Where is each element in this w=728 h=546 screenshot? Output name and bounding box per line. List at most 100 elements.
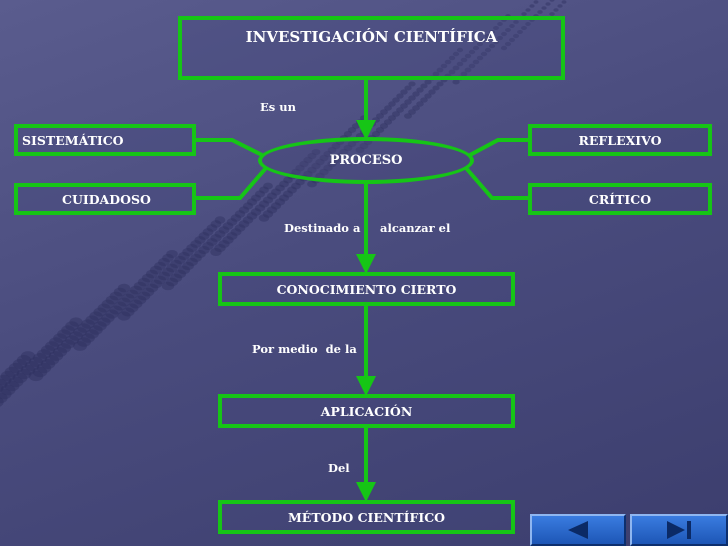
- background-dot: [509, 24, 515, 28]
- last-slide-button[interactable]: [630, 514, 728, 546]
- background-dot: [198, 246, 210, 254]
- background-dot: [210, 248, 222, 256]
- background-dot: [65, 321, 79, 331]
- background-dot: [174, 255, 186, 265]
- background-dot: [165, 277, 179, 287]
- background-dot: [190, 253, 202, 263]
- background-dot: [392, 111, 400, 117]
- background-dot: [89, 311, 103, 321]
- background-dot: [89, 325, 103, 335]
- background-dot: [375, 127, 385, 133]
- background-dot: [20, 364, 36, 376]
- background-dot: [153, 275, 167, 285]
- background-dot: [400, 103, 408, 109]
- background-dot: [97, 317, 111, 327]
- background-dot: [113, 287, 127, 297]
- background-dot: [162, 267, 174, 277]
- background-dot: [347, 127, 357, 133]
- background-dot: [226, 218, 238, 226]
- background-dot: [509, 37, 515, 43]
- background-dot: [460, 71, 468, 77]
- background-dot: [121, 307, 135, 317]
- node-investigacion-cientifica: INVESTIGACIÓN CIENTÍFICA: [178, 16, 565, 80]
- background-dot: [49, 337, 63, 347]
- background-dot: [388, 115, 396, 121]
- background-dot: [129, 285, 143, 295]
- background-dot: [360, 115, 368, 121]
- background-dot: [206, 224, 218, 232]
- background-dot: [133, 281, 147, 291]
- background-dot: [481, 37, 487, 43]
- label-alcanzar-el: alcanzar el: [380, 221, 451, 235]
- background-dot: [194, 250, 206, 258]
- background-dot: [16, 355, 32, 365]
- background-dot: [525, 8, 531, 12]
- background-dot: [109, 291, 123, 301]
- background-dot: [258, 200, 270, 208]
- background-dot: [424, 79, 432, 85]
- background-dot: [182, 248, 194, 256]
- background-dot: [81, 319, 95, 329]
- background-dot: [117, 311, 131, 321]
- background-dot: [529, 4, 535, 8]
- background-dot: [210, 220, 222, 228]
- background-dot: [133, 295, 147, 305]
- background-dot: [267, 192, 277, 200]
- background-dot: [150, 265, 162, 275]
- background-dot: [480, 51, 488, 57]
- background-dot: [424, 93, 432, 99]
- background-dot: [65, 335, 79, 345]
- node-conocimiento-cierto: CONOCIMIENTO CIERTO: [218, 272, 515, 306]
- background-dot: [343, 131, 353, 137]
- background-dot: [214, 230, 226, 238]
- background-dot: [416, 101, 424, 107]
- background-dot: [392, 97, 400, 103]
- background-dot: [166, 250, 178, 258]
- background-dot: [384, 105, 392, 111]
- background-dot: [85, 329, 99, 339]
- background-dot: [24, 361, 40, 371]
- background-dot: [408, 95, 416, 101]
- background-dot: [85, 315, 99, 325]
- background-dot: [448, 55, 456, 61]
- background-dot: [497, 35, 503, 41]
- background-dot: [77, 323, 91, 333]
- background-dot: [101, 313, 115, 323]
- background-dot: [154, 261, 166, 271]
- background-dot: [485, 33, 491, 39]
- background-dot: [44, 355, 60, 365]
- background-dot: [376, 113, 384, 119]
- background-dot: [45, 341, 59, 351]
- node-aplicacion: APLICACIÓN: [218, 394, 515, 428]
- background-dot: [230, 214, 242, 222]
- background-dot: [238, 206, 250, 214]
- background-dot: [432, 71, 440, 77]
- label-destinado-a: Destinado a: [284, 221, 361, 235]
- background-dot: [242, 202, 254, 210]
- background-dot: [472, 59, 480, 65]
- background-dot: [141, 287, 155, 297]
- background-dot: [400, 89, 408, 95]
- background-dot: [93, 307, 107, 317]
- background-dot: [41, 345, 55, 355]
- background-dot: [549, 12, 555, 16]
- background-dot: [476, 55, 484, 61]
- background-dot: [0, 383, 4, 393]
- background-dot: [186, 244, 198, 252]
- background-dot: [270, 202, 282, 210]
- background-dot: [545, 2, 551, 6]
- background-dot: [73, 341, 87, 351]
- previous-slide-button[interactable]: [530, 514, 626, 546]
- background-dot: [125, 303, 139, 313]
- background-dot: [206, 238, 218, 246]
- background-dot: [404, 99, 412, 105]
- background-dot: [295, 178, 305, 186]
- background-dot: [125, 289, 139, 299]
- background-dot: [218, 226, 230, 234]
- background-dot: [190, 240, 202, 248]
- background-dot: [420, 97, 428, 103]
- background-dot: [202, 242, 214, 250]
- background-dot: [246, 198, 258, 206]
- background-dot: [218, 240, 230, 248]
- background-dot: [178, 252, 190, 260]
